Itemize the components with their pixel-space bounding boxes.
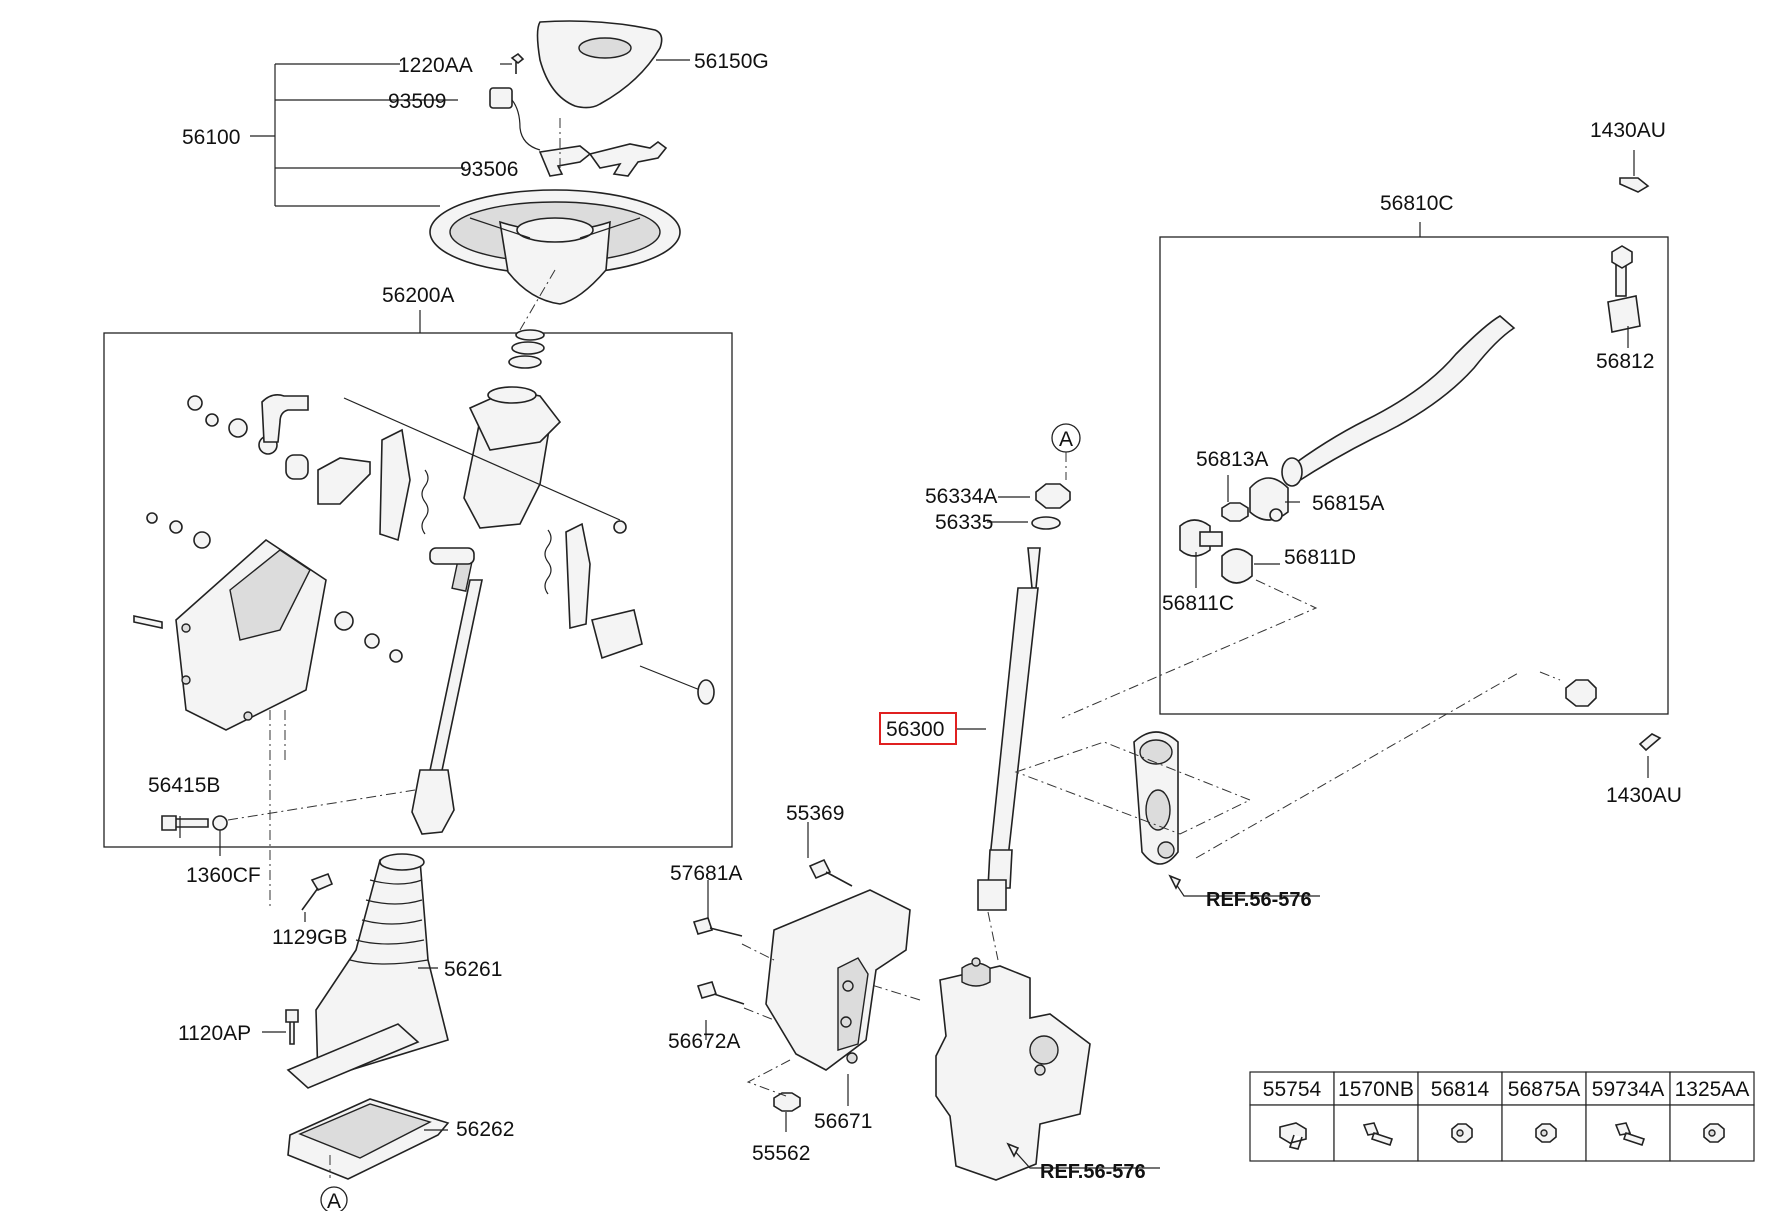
intermediate-shaft-part [1027,547,1041,589]
label-56815A[interactable]: 56815A [1312,492,1384,515]
drag-link-group [1061,150,1669,778]
bolt-1120AP-part [285,1009,299,1045]
label-56811D[interactable]: 56811D [1284,546,1356,569]
steering-gear-group [692,822,1160,1181]
nut-icon [1703,1123,1725,1143]
label-56813A[interactable]: 56813A [1196,448,1268,471]
steering-gear-part [935,965,1091,1181]
label-56261[interactable]: 56261 [444,958,502,981]
label-56415B[interactable]: 56415B [148,774,220,797]
cotter-pin-top-part [1619,177,1650,193]
label-93509[interactable]: 93509 [388,90,446,113]
column-universal-joint [411,769,455,835]
table-header-56814[interactable]: 56814 [1431,1078,1490,1101]
washer-56335-part [1031,516,1061,530]
pitman-arm-group [1014,671,1521,897]
lower-left-group [161,789,450,1180]
label-56262[interactable]: 56262 [456,1118,514,1141]
common-parts-table: 55754 1570NB 56814 56875A 59734A 1325AA [1249,1071,1755,1162]
pin-icon [1279,1122,1307,1150]
table-header-cell [1669,1071,1755,1106]
label-1120AP[interactable]: 1120AP [178,1022,251,1045]
label-56300[interactable]: 56300 [886,718,944,741]
label-1129GB[interactable]: 1129GB [272,926,348,949]
screw-1220AA-part [510,52,525,74]
label-56334A[interactable]: 56334A [925,485,997,508]
nut-icon [1535,1123,1557,1143]
nut-icon [1451,1123,1473,1143]
label-56811C[interactable]: 56811C [1162,592,1234,615]
label-55562[interactable]: 55562 [752,1142,810,1165]
washer-1360CF-part [212,815,228,831]
bolt-55369-part [808,858,853,887]
label-56335[interactable]: 56335 [935,511,993,534]
bolt-57681A-part [692,917,743,937]
nut-56813A-part [1221,502,1249,522]
steering-column-shaft [427,579,483,781]
contact-bracket-part [538,145,592,177]
cotter-pin-bottom-part [1638,733,1662,752]
label-a-bottom[interactable]: A [327,1190,341,1211]
table-header-cell [1501,1071,1587,1106]
highlight-box-56300 [879,712,957,745]
nut-55562-part [773,1092,801,1112]
nut-56334A-part [1035,483,1071,509]
label-93506[interactable]: 93506 [460,158,518,181]
label-a-top[interactable]: A [1059,428,1073,451]
bolt-56415B-part [161,815,209,831]
label-56200A[interactable]: 56200A [382,284,454,307]
table-header-55754[interactable]: 55754 [1263,1078,1322,1101]
label-56100[interactable]: 56100 [182,126,240,149]
bolt-icon [1362,1122,1394,1147]
label-1360CF[interactable]: 1360CF [186,864,261,887]
drag-link-box [1159,236,1669,715]
bolt-icon [1614,1122,1646,1147]
steering-column-group [103,310,733,910]
ref-label-upper[interactable]: REF.56-576 [1206,889,1312,911]
label-56812[interactable]: 56812 [1596,350,1654,373]
label-56671[interactable]: 56671 [814,1110,872,1133]
label-56150G[interactable]: 56150G [694,50,769,73]
column-assembly-box [103,332,733,848]
a-marker-bottom [320,1186,348,1211]
label-1220AA[interactable]: 1220AA [398,54,473,77]
label-56672A[interactable]: 56672A [668,1030,740,1053]
bolt-56672A-part [696,981,745,1005]
label-57681A[interactable]: 57681A [670,862,742,885]
table-header-1570NB[interactable]: 1570NB [1338,1078,1414,1101]
table-header-cell [1417,1071,1503,1106]
label-55369[interactable]: 55369 [786,802,844,825]
label-1430AU-bottom[interactable]: 1430AU [1606,784,1682,807]
table-header-1325AA[interactable]: 1325AA [1675,1078,1750,1101]
screw-1129GB-part [301,872,334,911]
drag-link-rod-part [1284,315,1516,486]
table-header-cell [1333,1071,1419,1106]
table-header-56875A[interactable]: 56875A [1508,1078,1580,1101]
steering-wheel-part [429,189,681,305]
horn-switch-part [489,87,513,109]
horn-pad-part [536,20,663,109]
spring-56811D-part [1221,548,1253,584]
ref-label-lower[interactable]: REF.56-576 [1040,1161,1146,1183]
tie-rod-end-56812-part [1607,295,1641,333]
plug-56811C-part [1179,519,1211,557]
intermediate-shaft-group [956,423,1081,961]
steering-wheel-group [250,20,690,331]
label-1430AU-top[interactable]: 1430AU [1590,119,1666,142]
label-56810C[interactable]: 56810C [1380,192,1454,215]
table-header-59734A[interactable]: 59734A [1592,1078,1664,1101]
